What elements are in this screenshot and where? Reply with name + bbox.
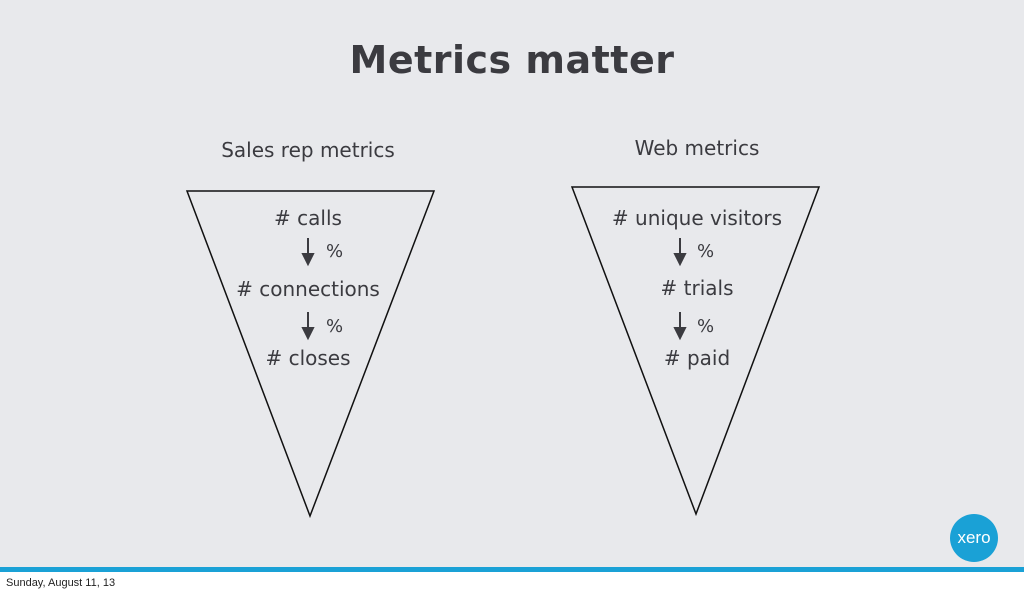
funnel-transition: % [326,241,344,262]
slide-title: Metrics matter [349,38,675,82]
funnel-step: # connections [236,277,380,301]
funnel-step: # calls [274,206,342,230]
xero-logo: xero [950,514,998,562]
funnel-triangle-sales [185,190,436,519]
funnel-step: # unique visitors [611,206,783,230]
funnel-transition: % [697,316,715,337]
arrow-down-icon [673,312,687,341]
arrow-down-icon [301,238,315,267]
slide: Metrics matter Sales rep metrics # calls… [0,0,1024,572]
funnel-transition: % [697,241,715,262]
footer-date: Sunday, August 11, 13 [6,577,116,589]
funnel-step: # closes [265,346,351,370]
funnel-triangle-web [570,186,821,517]
funnel-label-sales: Sales rep metrics [221,138,395,162]
funnel-shapes [185,186,821,519]
funnel-step: # trials [660,276,734,300]
arrow-down-icon [301,312,315,341]
arrow-down-icon [673,238,687,267]
funnel-step: # paid [663,346,731,370]
funnel-label-web: Web metrics [634,136,760,160]
funnel-transition: % [326,316,344,337]
